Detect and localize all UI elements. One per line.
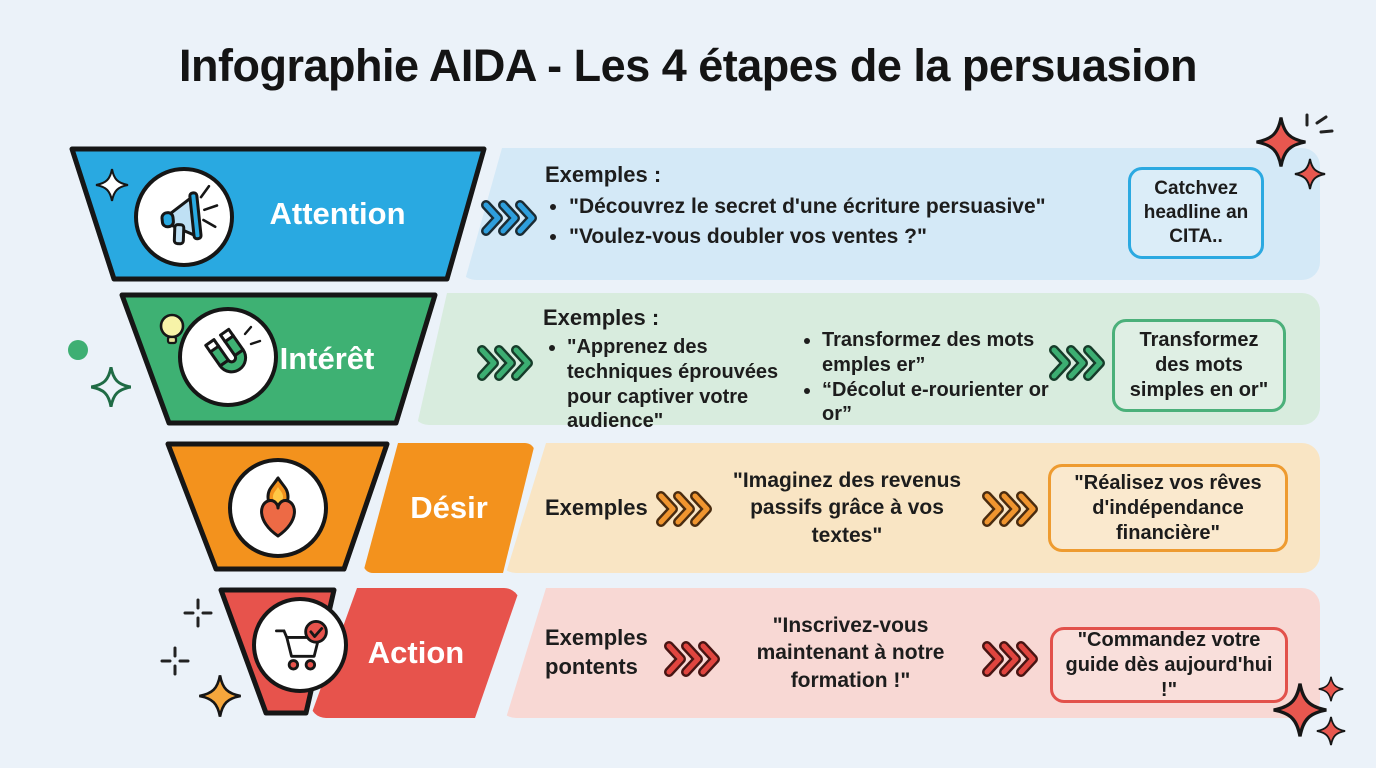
examples-heading: Exemples : [543,305,660,330]
plus-mark-icon [183,598,213,628]
cart-check-icon [252,597,348,693]
sparkle-icon [1273,683,1327,737]
chevron-right-icon [477,345,533,381]
interet-callout-box: Transformez des mots simples en or" [1112,319,1286,412]
list-item: “Décolut e-rourienter or or” [822,378,1072,428]
list-item: Transformez des mots emples er” [822,328,1072,378]
sparkle-icon [1316,716,1346,746]
attention-callout-box: Catchvez headline an CITA.. [1128,167,1264,259]
page-title: Infographie AIDA - Les 4 étapes de la pe… [179,40,1197,91]
sparkle-icon [1294,158,1326,190]
examples-heading: Exemples : [545,162,662,187]
lightbulb-icon [159,313,185,345]
list-item: "Apprenez des techniques éprouvées pour … [567,335,807,434]
sparkle-icon [95,168,129,202]
chevron-right-icon [664,641,720,677]
interet-band [417,293,1320,425]
desir-label: Désir [410,490,488,525]
chevron-right-icon [982,491,1038,527]
sparkle-icon [1256,117,1306,167]
attention-label: Attention [269,196,406,231]
chevron-right-icon [1049,345,1105,381]
examples-heading: Exemples [545,495,648,520]
attention-examples: Exemples : "Découvrez le secret d'une éc… [545,162,1115,252]
dot-decoration [68,340,88,360]
flaming-heart-icon [228,458,328,558]
interet-label: Intérêt [279,341,375,376]
interet-examples-col1: Exemples : "Apprenez des techniques épro… [543,305,793,434]
action-label: Action [367,635,465,670]
list-item: "Découvrez le secret d'une écriture pers… [569,192,1115,222]
tick-marks-icon [1305,113,1334,134]
list-item: "Voulez-vous doubler vos ventes ?" [569,222,1115,252]
sparkle-icon [1318,676,1344,702]
desir-quote: "Imaginez des revenus passifs grâce à vo… [732,469,962,547]
plus-mark-icon [160,646,190,676]
examples-heading: Exemples pontents [545,625,648,679]
interet-examples-col2: Transformez des mots emples er” “Décolut… [798,328,1072,427]
examples-list: "Apprenez des techniques éprouvées pour … [543,335,807,434]
magnet-icon [178,307,278,407]
megaphone-icon [134,167,234,267]
chevron-right-icon [481,200,537,236]
sparkle-icon [199,675,241,717]
sparkle-icon [90,366,132,408]
chevron-right-icon [982,641,1038,677]
desir-callout-box: "Réalisez vos rêves d'indépendance finan… [1048,464,1288,552]
chevron-right-icon [656,491,712,527]
action-quote: "Inscrivez-vous maintenant à notre forma… [756,614,945,692]
action-band [506,588,1320,718]
action-callout-box: "Commandez votre guide dès aujourd'hui !… [1050,627,1288,703]
examples-list: "Découvrez le secret d'une écriture pers… [545,192,1115,252]
